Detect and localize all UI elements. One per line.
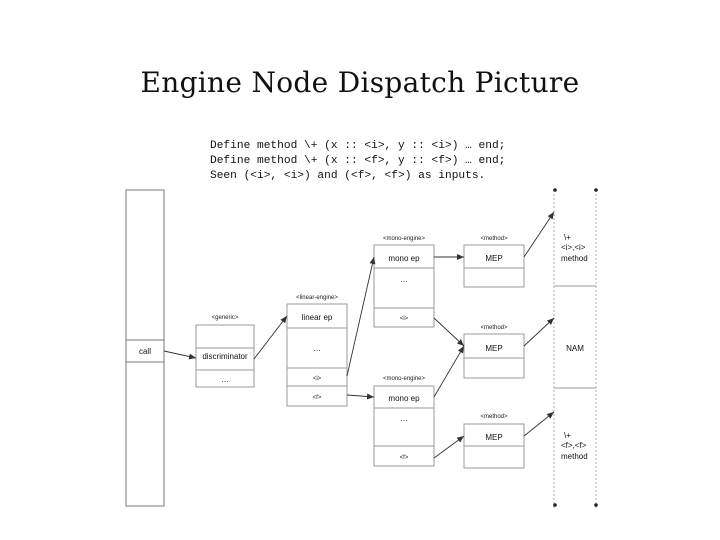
method-top-line-3: method [561, 254, 588, 263]
linear-i-class: <i> [313, 376, 322, 382]
arrows [163, 211, 555, 459]
arrow-mep-middle-to-nam [523, 317, 555, 347]
mep-bottom: <method> MEP [463, 414, 525, 469]
mep-bottom-header: <method> [480, 414, 508, 420]
arrow-mono-bottom-to-mep-middle [433, 345, 465, 398]
mono-engine-bottom: <mono-engine> mono ep … <f> [373, 376, 435, 467]
arrow-i-to-mep-middle [433, 317, 465, 347]
code-line-1: Define method \+ (x :: <i>, y :: <i>) … … [210, 140, 506, 152]
mep-middle-header: <method> [480, 325, 508, 331]
mep-bottom-label: MEP [485, 433, 502, 442]
mono-engine-bottom-header: <mono-engine> [383, 376, 426, 382]
arrow-mep-bottom-to-method [523, 411, 555, 437]
call-label: call [139, 347, 151, 356]
arrow-mep-top-to-method [523, 211, 555, 258]
method-bottom-line-1: \+ [564, 431, 571, 440]
mep-top: <method> MEP [463, 236, 525, 288]
mep-middle: <method> MEP [463, 325, 525, 379]
arrow-i-to-mono-top [346, 256, 376, 377]
discriminator-label: discriminator [202, 352, 248, 361]
method-column: \+ <i>,<i> method NAM \+ <f>,<f> method [553, 188, 598, 510]
arrow-f-to-mono-bottom [346, 393, 375, 400]
linear-ep-label: linear ep [302, 313, 333, 322]
linear-f-class: <f> [313, 395, 322, 401]
mono-ep-top-label: mono ep [388, 254, 420, 263]
mono-engine-top-header: <mono-engine> [383, 236, 426, 242]
generic-header: <generic> [212, 315, 239, 321]
mep-top-label: MEP [485, 254, 502, 263]
arrow-call-to-discriminator [163, 350, 197, 360]
call-column: call [125, 189, 165, 507]
linear-engine-node: <linear-engine> linear ep … <i> <f> [286, 295, 348, 407]
mep-top-header: <method> [480, 236, 508, 242]
mono-engine-top: <mono-engine> mono ep … <i> [373, 236, 435, 328]
linear-engine-header: <linear-engine> [296, 295, 338, 301]
mono-bottom-f-class: <f> [400, 455, 409, 461]
mono-top-ellipsis: … [400, 275, 408, 284]
arrow-discriminator-to-linear [253, 315, 288, 360]
arrow-f-to-mep-bottom [433, 435, 465, 459]
linear-ellipsis: … [313, 344, 321, 353]
method-bottom-line-2: <f>,<f> [561, 441, 587, 450]
mep-middle-label: MEP [485, 344, 502, 353]
method-bottom-line-3: method [561, 452, 588, 461]
method-top-line-2: <i>,<i> [561, 243, 586, 252]
code-line-3: Seen (<i>, <i>) and (<f>, <f>) as inputs… [210, 170, 486, 182]
code-line-2: Define method \+ (x :: <f>, y :: <f>) … … [210, 155, 506, 167]
page-title: Engine Node Dispatch Picture [140, 66, 580, 99]
mono-ep-bottom-label: mono ep [388, 394, 420, 403]
generic-ellipsis: … [221, 375, 229, 384]
nam-label: NAM [566, 344, 584, 353]
generic-node: <generic> discriminator … [195, 315, 255, 388]
method-top-line-1: \+ [564, 233, 571, 242]
mono-bottom-ellipsis: … [400, 414, 408, 423]
mono-top-i-class: <i> [400, 316, 409, 322]
